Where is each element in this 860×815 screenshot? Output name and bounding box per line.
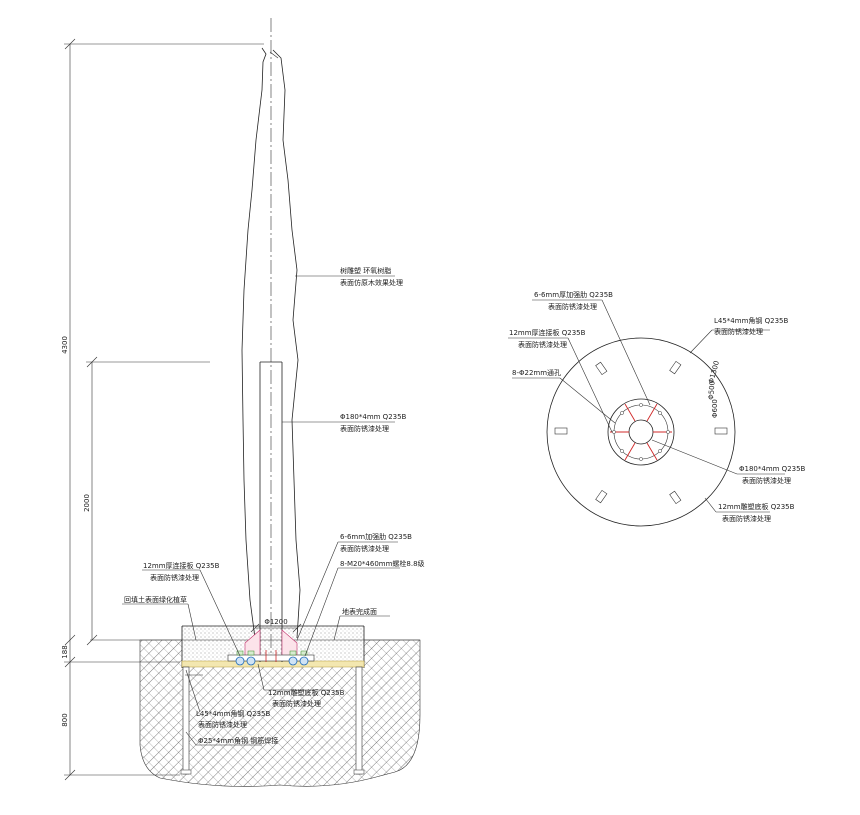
plan-label-plate-spec: 12mm厚连接板 Q235B (509, 328, 586, 337)
plan-dim-600: Φ600 (711, 399, 719, 418)
plan-label-plate-finish: 表面防锈漆处理 (518, 340, 567, 349)
label-pipe-finish: 表面防锈漆处理 (340, 424, 389, 433)
plan-ribs (610, 403, 672, 461)
elevation-leaders (122, 275, 400, 746)
plan-dim-500: Φ500 (707, 381, 717, 401)
plan-outer-circle (546, 337, 736, 527)
label-plate-spec: 12mm厚连接板 Q235B (143, 561, 220, 570)
label-backfill: 回填土表面绿化植草 (124, 595, 187, 604)
label-pipe-spec: Φ180*4mm Q235B (340, 413, 407, 421)
label-trunk-finish: 表面仿原木效果处理 (340, 278, 403, 287)
plan-leaders (508, 299, 785, 513)
dimension-chain (64, 38, 302, 781)
label-bolt-spec: 8-M20*460mm螺栓8.8级 (340, 559, 425, 568)
plan-label-rib-finish: 表面防锈漆处理 (548, 302, 597, 311)
label-angle-finish: 表面防锈漆处理 (198, 720, 247, 729)
elevation-view: 4300 2000 188 800 Φ1200 树雕塑 环氧 (61, 18, 425, 787)
label-ground-surface: 地表完成面 (342, 607, 377, 616)
plan-bolt-holes (612, 403, 670, 461)
plan-label-angle-finish: 表面防锈漆处理 (714, 327, 763, 336)
label-rebar: Φ25*4mm角钢 钢筋焊接 (198, 736, 278, 745)
label-base-plate-spec: 12mm雕塑底板 Q235B (268, 688, 345, 697)
dim-pit-diameter: Φ1200 (264, 618, 287, 626)
plan-label-holes: 8-Φ22mm通孔 (512, 368, 561, 377)
label-rib-finish: 表面防锈漆处理 (340, 544, 389, 553)
label-plate-finish: 表面防锈漆处理 (150, 573, 199, 582)
tree-sculpture-outline (241, 47, 301, 639)
plan-view: 6-6mm厚加强肋 Q235B 表面防锈漆处理 12mm厚连接板 Q235B 表… (508, 290, 806, 527)
label-trunk-material: 树雕塑 环氧树脂 (340, 266, 391, 275)
steel-pipe (259, 361, 283, 662)
dim-base-height: 188 (61, 645, 69, 658)
soil-hatch (139, 639, 421, 787)
plan-label-angle-spec: L45*4mm角钢 Q235B (714, 316, 788, 325)
plan-label-pipe-finish: 表面防锈漆处理 (742, 476, 791, 485)
plan-label-pipe-spec: Φ180*4mm Q235B (739, 465, 806, 473)
plan-label-base-spec: 12mm雕塑底板 Q235B (718, 502, 795, 511)
plan-plate-circle (607, 398, 675, 466)
plan-anchor-slots (554, 360, 728, 505)
connection-assembly (227, 629, 315, 666)
plan-label-base-finish: 表面防锈漆处理 (722, 514, 771, 523)
label-rib-spec: 6-6mm加强肋 Q235B (340, 532, 412, 541)
dim-exposed-height: 2000 (83, 494, 91, 512)
label-base-plate-finish: 表面防锈漆处理 (272, 699, 321, 708)
dim-total-height: 4300 (61, 336, 69, 354)
dim-footing-depth: 800 (61, 713, 69, 726)
plan-pipe-circle (628, 419, 654, 445)
plan-label-rib-spec: 6-6mm厚加强肋 Q235B (534, 290, 613, 299)
label-angle-spec: L45*4mm角钢 Q235B (196, 709, 270, 718)
bolt-group (235, 650, 309, 666)
